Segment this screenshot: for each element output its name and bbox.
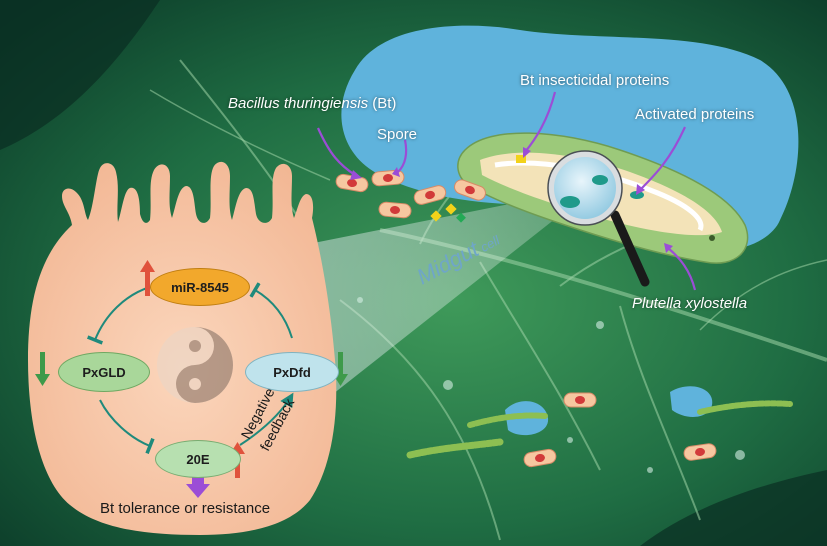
twenty-e-node: 20E — [155, 440, 241, 478]
bacillus-species: Bacillus thuringiensis — [228, 95, 369, 112]
down-arrow-outcome — [186, 475, 210, 498]
activate-20e-pxdfd — [239, 392, 294, 446]
activated-proteins-label: Activated proteins — [635, 106, 755, 123]
caterpillars — [406, 400, 793, 459]
spore-label: Spore — [377, 126, 418, 143]
outcome-label: Bt tolerance or resistance — [100, 500, 271, 517]
up-arrow-mir — [140, 260, 155, 296]
magnifier-icon — [547, 150, 650, 287]
mir-8545-node: miR-8545 — [150, 268, 250, 306]
dark-corner-br — [640, 470, 827, 546]
bt-proteins-label: Bt insecticidal proteins — [520, 72, 670, 89]
callout-arrows — [316, 91, 697, 291]
down-arrow-pxgld — [35, 352, 50, 386]
inhibit-mir-pxgld — [86, 286, 151, 345]
bacillus-abbrev: (Bt) — [368, 95, 397, 112]
pxgld-node: PxGLD — [58, 352, 150, 392]
inhibit-pxgld-20e — [99, 399, 155, 455]
dark-corner — [0, 0, 160, 150]
callout-arrowheads — [350, 147, 673, 253]
regulatory-cycle — [86, 282, 294, 455]
yin-yang-icon — [157, 327, 233, 403]
bacteria-lower — [523, 392, 717, 468]
water-droplets — [357, 297, 745, 473]
pxdfd-node: PxDfd — [245, 352, 339, 392]
bacteria-cluster — [335, 155, 526, 223]
inhibit-pxdfd-mir — [249, 282, 293, 339]
bacillus-label: Bacillus thuringiensis (Bt) — [228, 95, 396, 112]
plutella-label: Plutella xylostella — [632, 295, 748, 312]
